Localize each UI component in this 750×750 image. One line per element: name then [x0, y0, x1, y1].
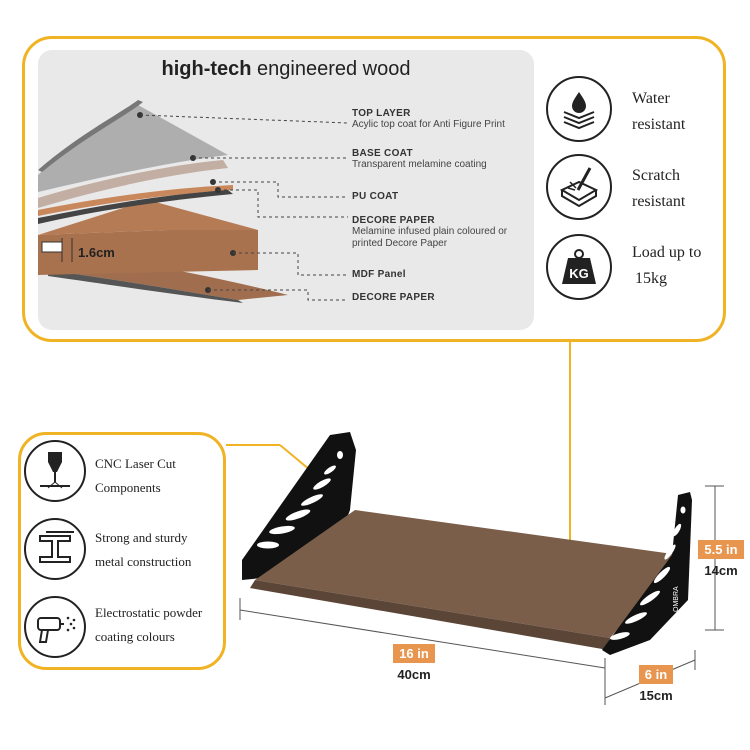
- side-feature-metal: Strong and sturdy metal construction: [95, 530, 192, 569]
- thickness-label: 1.6cm: [78, 245, 115, 260]
- brand-mark: OMBRA: [673, 586, 680, 612]
- spray-gun-icon: [24, 596, 86, 658]
- wood-layers-illustration: [38, 100, 349, 303]
- height-cm: 14cm: [704, 563, 738, 578]
- feature-scratch: Scratch resistant: [632, 167, 686, 210]
- svg-text:KG: KG: [569, 266, 589, 281]
- right-bracket: [602, 492, 692, 655]
- width-in: 16 in: [393, 644, 435, 663]
- depth-cm: 15cm: [639, 688, 673, 703]
- side-feature-coating: Electrostatic powder coating colours: [95, 605, 203, 644]
- depth-dimension: 6 in 15cm: [632, 665, 680, 703]
- panel-heading: high-tech engineered wood: [38, 58, 534, 81]
- layer-decore-paper: DECORE PAPER Melamine infused plain colo…: [352, 215, 508, 249]
- feature-load: Load up to 15kg: [632, 244, 702, 287]
- side-feature-cnc: CNC Laser Cut Components: [95, 456, 176, 495]
- heading-rest: engineered wood: [251, 58, 411, 80]
- decor-paper-layer: [38, 185, 233, 216]
- layer-bottom-decore: DECORE PAPER: [352, 292, 435, 303]
- layer-mdf-panel: MDF Panel: [352, 269, 406, 280]
- height-in: 5.5 in: [698, 540, 744, 559]
- top-layer-edge: [38, 100, 143, 172]
- scratch-icon: [546, 154, 612, 220]
- wood-shelf-edge: [250, 580, 610, 650]
- bottom-edge: [48, 270, 243, 303]
- water-drop-icon: [546, 76, 612, 142]
- height-dimension: 5.5 in 14cm: [696, 540, 746, 578]
- width-dimension: 16 in 40cm: [390, 644, 438, 682]
- wood-shelf-top: [255, 510, 680, 638]
- layer-base-coat: BASE COAT Transparent melamine coating: [352, 148, 487, 170]
- heading-bold: high-tech: [161, 58, 252, 80]
- steel-beam-icon: [24, 518, 86, 580]
- feature-water: Water resistant: [632, 90, 686, 133]
- layer-pu-coat: PU COAT: [352, 191, 399, 202]
- top-layer: [38, 105, 228, 192]
- width-cm: 40cm: [397, 667, 431, 682]
- laser-cut-icon: [24, 440, 86, 502]
- depth-in: 6 in: [638, 665, 674, 684]
- base-coat-layer: [38, 160, 228, 208]
- mdf-top: [38, 200, 258, 235]
- layer-top: TOP LAYER Acylic top coat for Anti Figur…: [352, 108, 505, 130]
- kg-weight-icon: KG: [546, 234, 612, 300]
- mdf-front: [38, 230, 258, 275]
- pu-coat-layer: [38, 190, 233, 224]
